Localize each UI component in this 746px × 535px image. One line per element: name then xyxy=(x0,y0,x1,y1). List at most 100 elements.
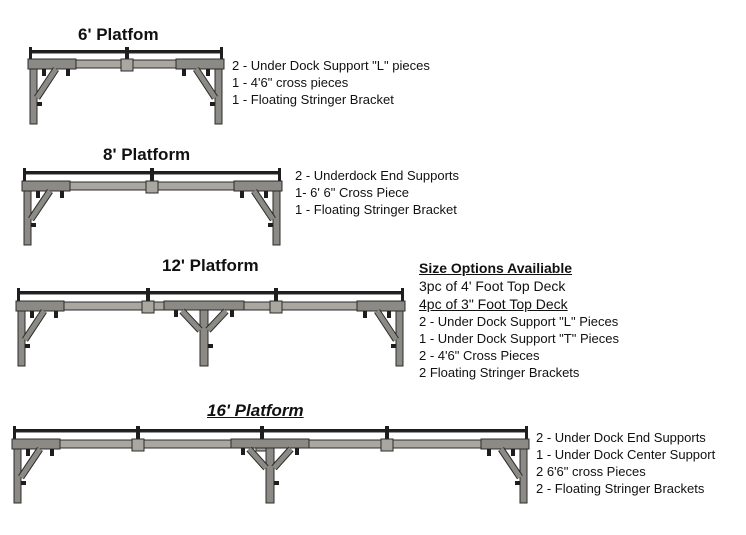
platform-6-brace-right xyxy=(193,67,218,100)
platform-16-bolt xyxy=(241,448,245,455)
platform-8-bolt xyxy=(264,191,268,198)
parts-line: 2 - Under Dock Support "L" Pieces xyxy=(419,314,619,329)
platform-6-foot-bracket-left xyxy=(37,102,42,106)
platform-16-t-plate xyxy=(230,438,310,449)
platform-12-end-plate-right xyxy=(356,300,406,312)
platform-16-bolt xyxy=(50,449,54,456)
platform-12-foot-bracket-center xyxy=(208,344,213,348)
platform-16-bolt xyxy=(295,448,299,455)
platform-12-t-brace-right xyxy=(206,309,228,332)
platform-6-end-plate-left xyxy=(27,58,77,70)
platform-16-foot-bracket-left xyxy=(21,481,26,485)
platform-12-bolt xyxy=(30,311,34,318)
platform-16-foot-bracket-right xyxy=(515,481,520,485)
platform-12-stringer-bracket xyxy=(146,288,150,302)
platform-16-splice-block xyxy=(131,438,145,452)
platform-8-end-plate-left xyxy=(21,180,71,192)
platform-6-title: 6' Platfom xyxy=(78,25,159,44)
platform-16-brace-left xyxy=(18,447,43,479)
platform-6-bolt xyxy=(42,69,46,76)
platform-8-parts: 2 - Underdock End Supports 1- 6' 6" Cros… xyxy=(295,167,459,218)
platform-6-parts: 2 - Under Dock Support "L" pieces 1 - 4'… xyxy=(232,57,430,108)
platform-12-end-plate-left xyxy=(15,300,65,312)
platform-8-foot-bracket-right xyxy=(268,223,273,227)
platform-6-end-plate-right xyxy=(175,58,225,70)
platform-16-center-leg xyxy=(265,447,275,504)
parts-line: 2 - Under Dock End Supports xyxy=(536,430,706,445)
parts-line: 1- 6' 6" Cross Piece xyxy=(295,185,410,200)
platform-16-bolt xyxy=(26,449,30,456)
platform-16-stringer-bracket xyxy=(136,426,140,440)
platform-12-splice-block xyxy=(269,300,283,314)
platform-12-t-plate xyxy=(163,300,245,311)
platform-16-end-plate-left xyxy=(11,438,61,450)
platform-6-bolt xyxy=(182,69,186,76)
platform-8-bolt xyxy=(240,191,244,198)
platform-8-stringer-bracket xyxy=(150,168,154,182)
platform-16-t-brace-left xyxy=(247,447,268,470)
platform-16-brace-right xyxy=(498,447,523,479)
platform-12-bolt xyxy=(54,311,58,318)
parts-line: 2 6'6" cross Pieces xyxy=(536,464,646,479)
platform-16-parts: 2 - Under Dock End Supports 1 - Under Do… xyxy=(536,429,715,497)
platform-16-bolt xyxy=(487,449,491,456)
parts-line: 1 - 4'6" cross pieces xyxy=(232,75,349,90)
platform-12-brace-right xyxy=(374,309,399,342)
platform-12-stringer-bracket xyxy=(274,288,278,302)
parts-line: 1 - Under Dock Support "T" Pieces xyxy=(419,331,619,346)
platform-8-foot-bracket-left xyxy=(31,223,36,227)
platform-12-t-brace-left xyxy=(180,309,202,332)
platform-8-rail-end-right xyxy=(278,168,281,182)
platform-6-rail-end-right xyxy=(220,47,223,61)
platform-16-foot-bracket-center xyxy=(274,481,279,485)
size-options-heading: Size Options Availiable xyxy=(419,260,573,276)
platform-16-rail-end-right xyxy=(525,426,528,440)
platform-12-top-rail xyxy=(18,291,403,294)
platform-12-bolt xyxy=(230,310,234,317)
platform-12-splice-block xyxy=(141,300,155,314)
parts-line: 2 - Under Dock Support "L" pieces xyxy=(232,58,430,73)
platform-16-stringer-bracket xyxy=(385,426,389,440)
platform-16-rail-end-left xyxy=(13,426,16,440)
platform-6-splice-block xyxy=(120,58,134,72)
platform-16-t-brace-right xyxy=(272,447,293,470)
platform-6-foot-bracket-right xyxy=(210,102,215,106)
platform-8-end-plate-right xyxy=(233,180,283,192)
platform-12-parts: Size Options Availiable 3pc of 4' Foot T… xyxy=(419,259,619,381)
platform-8-bolt xyxy=(60,191,64,198)
platform-6-bolt xyxy=(66,69,70,76)
platform-8-bolt xyxy=(36,191,40,198)
platform-16-end-plate-right xyxy=(480,438,530,450)
platform-16-stringer-bracket xyxy=(260,426,264,440)
platform-12-bolt xyxy=(174,310,178,317)
parts-line: 2 - Underdock End Supports xyxy=(295,168,460,183)
platform-8-rail-end-left xyxy=(23,168,26,182)
platform-12-bolt xyxy=(363,311,367,318)
size-option: 3pc of 4' Foot Top Deck xyxy=(419,278,566,294)
platform-12-bolt xyxy=(387,311,391,318)
platform-16-bolt xyxy=(511,449,515,456)
platform-16-top-rail xyxy=(14,429,527,432)
platform-8-brace-left xyxy=(28,189,53,221)
platform-12-foot-bracket-right xyxy=(391,344,396,348)
platform-12-foot-bracket-left xyxy=(25,344,30,348)
parts-line: 2 - Floating Stringer Brackets xyxy=(536,481,705,496)
parts-line: 2 - 4'6" Cross Pieces xyxy=(419,348,540,363)
parts-line: 1 - Under Dock Center Support xyxy=(536,447,716,462)
platform-12-brace-left xyxy=(22,309,47,342)
platform-6-rail-end-left xyxy=(29,47,32,61)
platform-8-title: 8' Platform xyxy=(103,145,191,164)
platform-16-splice-block xyxy=(380,438,394,452)
parts-line: 2 Floating Stringer Brackets xyxy=(419,365,580,380)
platform-12-title: 12' Platform xyxy=(162,256,259,275)
platform-12-rail-end-left xyxy=(17,288,20,302)
platform-8-brace-right xyxy=(251,189,276,221)
platform-16-title: 16' Platform xyxy=(207,401,304,420)
platform-6-bolt xyxy=(206,69,210,76)
platform-8-splice-block xyxy=(145,180,159,194)
platform-12-rail-end-right xyxy=(401,288,404,302)
parts-line: 1 - Floating Stringer Bracket xyxy=(232,92,394,107)
size-option: 4pc of 3" Foot Top Deck xyxy=(419,296,568,312)
parts-line: 1 - Floating Stringer Bracket xyxy=(295,202,457,217)
